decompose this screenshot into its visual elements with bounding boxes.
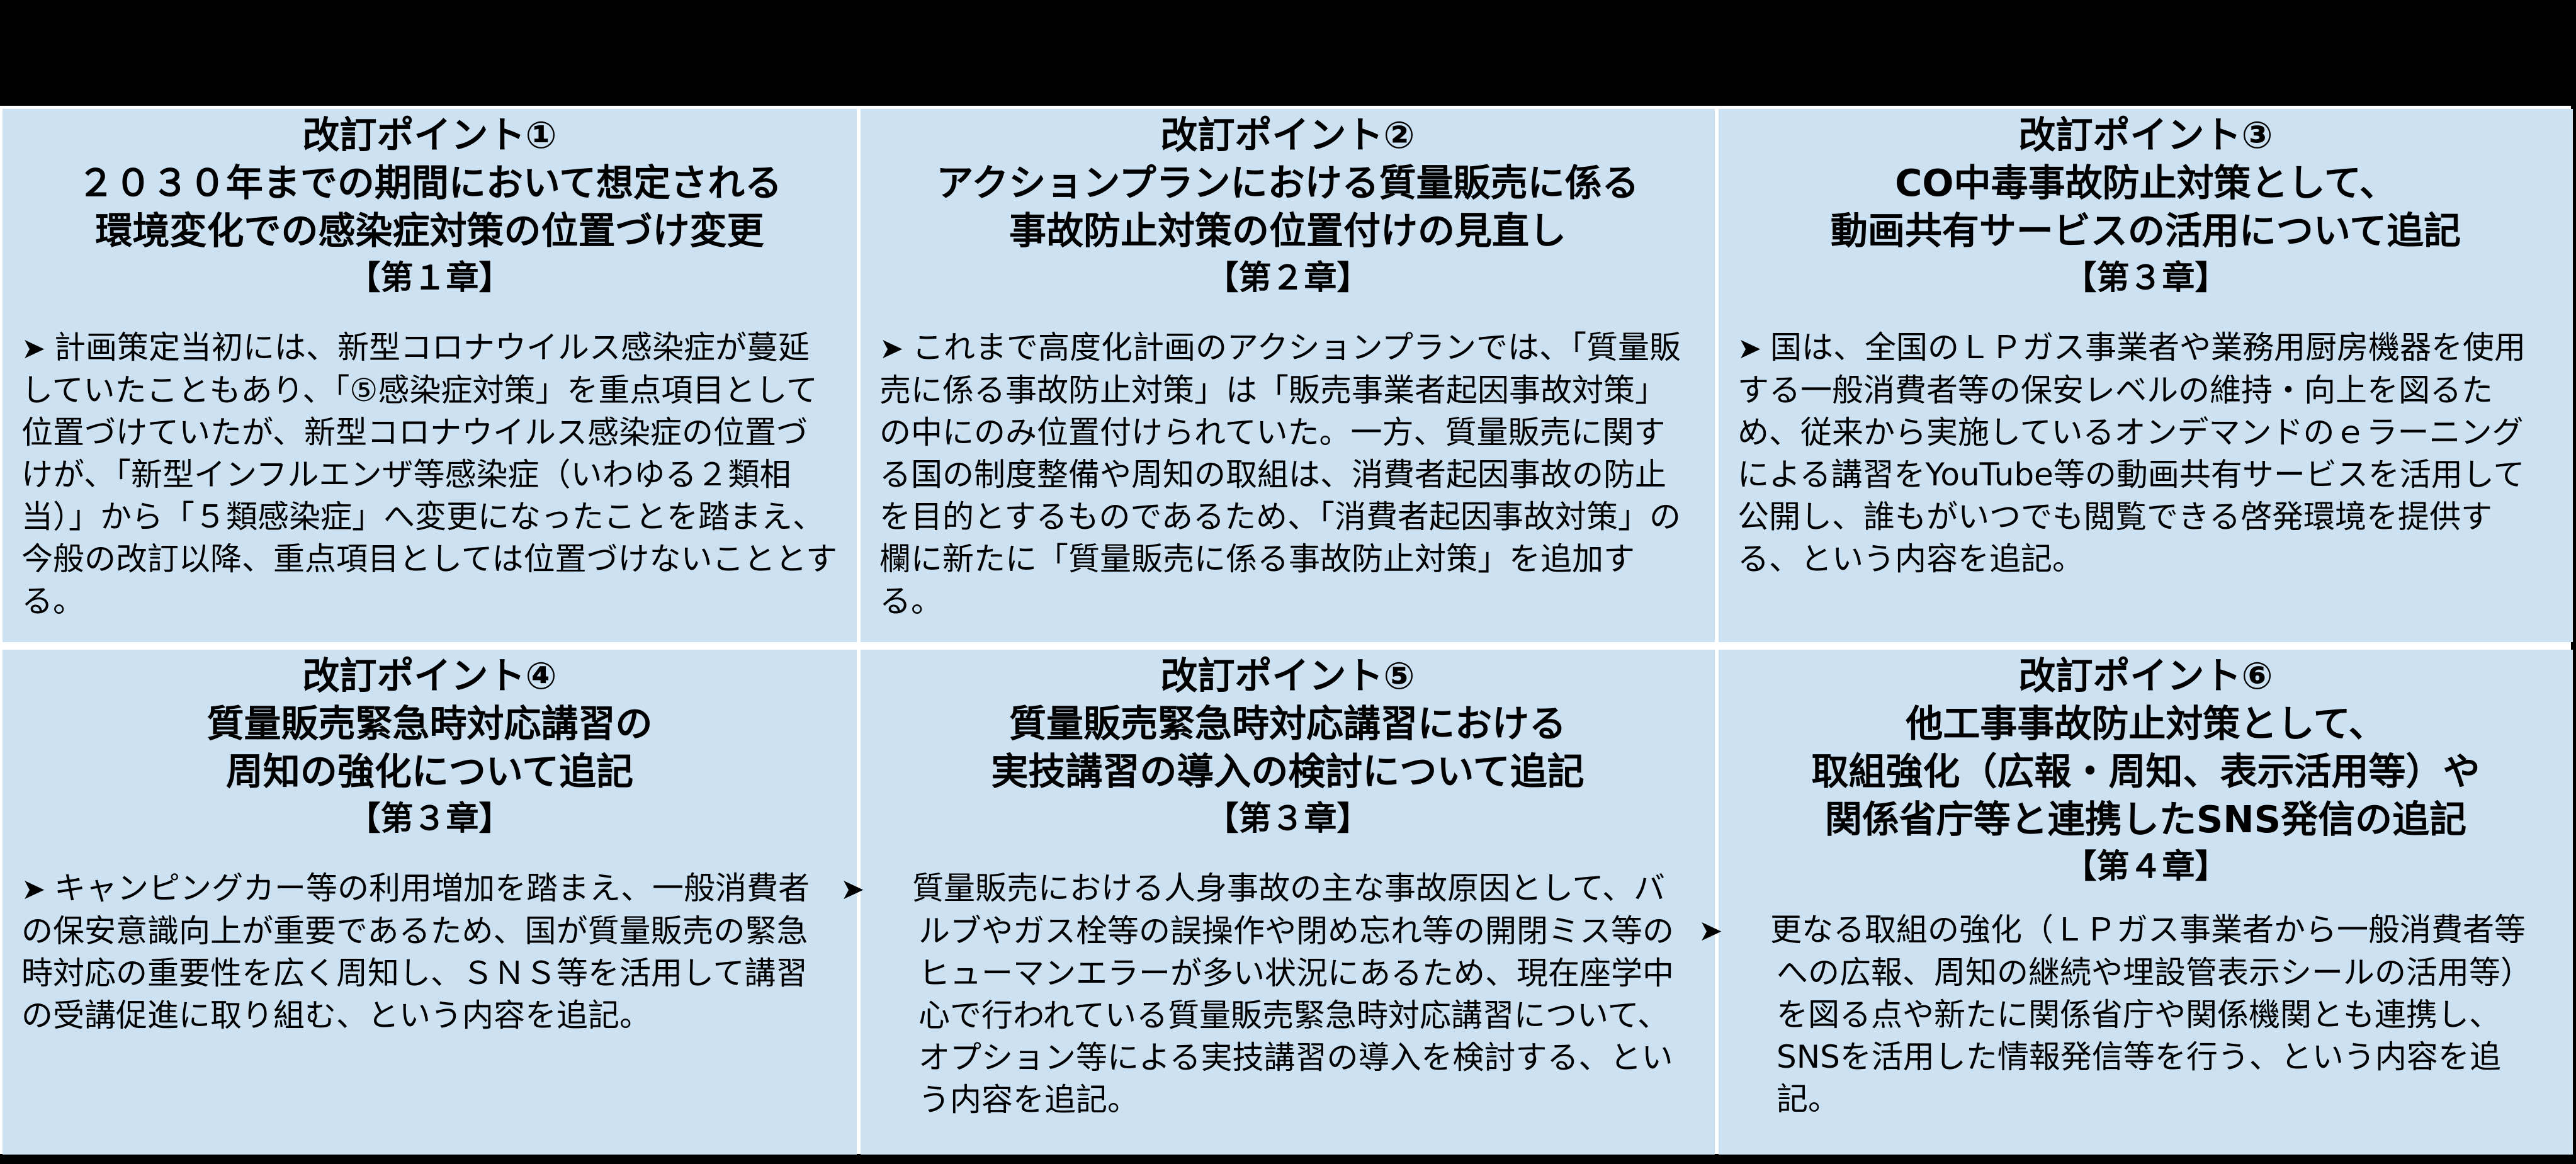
description-text: 更なる取組の強化（ＬＰガス事業者から一般消費者等への広報、周知の継続や埋設管表示… [1770,912,2532,1117]
point-header: 改訂ポイント④ 質量販売緊急時対応講習の 周知の強化について追記 【第３章】 [21,650,838,842]
point-subtitle-line: 実技講習の導入の検討について追記 [991,750,1585,793]
point-header: 改訂ポイント③ CO中毒事故防止対策として、 動画共有サービスの活用について追記… [1737,109,2554,302]
point-header: 改訂ポイント① ２０３０年までの期間において想定される 環境変化での感染症対策の… [21,109,838,302]
chapter-label: 【第２章】 [1206,259,1370,297]
chapter-label: 【第３章】 [347,800,512,838]
arrow-bullet-icon: ➤ [21,872,46,906]
point-description: ➤国は、全国のＬＰガス事業者や業務用厨房機器を使用する一般消費者等の保安レベルの… [1737,327,2554,580]
description-text: キャンピングカー等の利用増加を踏まえ、一般消費者の保安意識向上が重要であるため、… [21,870,810,1034]
chapter-label: 【第４章】 [2064,848,2228,886]
chapter-label: 【第１章】 [347,259,512,297]
point-subtitle-line: CO中毒事故防止対策として、 [1895,161,2397,205]
point-header: 改訂ポイント⑤ 質量販売緊急時対応講習における 実技講習の導入の検討について追記… [879,650,1696,842]
point-subtitle-line: アクションプランにおける質量販売に係る [936,161,1639,205]
point-subtitle-line: ２０３０年までの期間において想定される [77,161,782,205]
top-banner [0,0,2576,106]
point-description: ➤計画策定当初には、新型コロナウイルス感染症が蔓延していたこともあり、「⑤感染症… [21,327,838,623]
arrow-bullet-icon: ➤ [21,331,46,365]
point-description: ➤これまで高度化計画のアクションプランでは、「質量販売に係る事故防止対策」は「販… [879,327,1696,623]
point-title: 改訂ポイント① [302,113,557,157]
point-title: 改訂ポイント⑤ [1160,654,1415,698]
point-title: 改訂ポイント⑥ [2018,654,2273,698]
revision-point-3: 改訂ポイント③ CO中毒事故防止対策として、 動画共有サービスの活用について追記… [1719,109,2573,642]
revision-point-4: 改訂ポイント④ 質量販売緊急時対応講習の 周知の強化について追記 【第３章】 ➤… [3,650,857,1155]
point-description: ➤ 質量販売における人身事故の主な事故原因として、バルブやガス栓等の誤操作や閉め忘… [840,867,1696,1121]
point-subtitle-line: 事故防止対策の位置付けの見直し [1008,209,1566,252]
revision-point-1: 改訂ポイント① ２０３０年までの期間において想定される 環境変化での感染症対策の… [3,109,857,642]
arrow-bullet-icon: ➤ [879,331,904,365]
description-text: 国は、全国のＬＰガス事業者や業務用厨房機器を使用する一般消費者等の保安レベルの維… [1737,329,2526,577]
point-header: 改訂ポイント② アクションプランにおける質量販売に係る 事故防止対策の位置付けの… [879,109,1696,302]
point-subtitle-line: 周知の強化について追記 [225,750,634,793]
revision-point-5: 改訂ポイント⑤ 質量販売緊急時対応講習における 実技講習の導入の検討について追記… [840,650,1715,1155]
point-title: 改訂ポイント② [1160,113,1415,157]
point-subtitle-line: 関係省庁等と連携したSNS発信の追記 [1824,798,2467,841]
point-subtitle-line: 動画共有サービスの活用について追記 [1830,209,2461,252]
point-subtitle-line: 質量販売緊急時対応講習の [206,702,653,745]
point-title: 改訂ポイント③ [2018,113,2273,157]
revision-point-6: 改訂ポイント⑥ 他工事事故防止対策として、 取組強化（広報・周知、表示活用等）や… [1698,650,2573,1155]
point-subtitle-line: 取組強化（広報・周知、表示活用等）や [1811,750,2480,793]
arrow-bullet-icon: ➤ [1698,913,1723,947]
revision-point-2: 改訂ポイント② アクションプランにおける質量販売に係る 事故防止対策の位置付けの… [861,109,1715,642]
description-text: 質量販売における人身事故の主な事故原因として、バルブやガス栓等の誤操作や閉め忘れ… [912,870,1674,1118]
description-text: 計画策定当初には、新型コロナウイルス感染症が蔓延していたこともあり、「⑤感染症対… [21,329,837,619]
point-subtitle-line: 他工事事故防止対策として、 [1906,702,2386,745]
point-description: ➤ 更なる取組の強化（ＬＰガス事業者から一般消費者等への広報、周知の継続や埋設管表… [1698,909,2554,1121]
point-subtitle-line: 環境変化での感染症対策の位置づけ変更 [95,209,764,252]
arrow-bullet-icon: ➤ [840,872,865,906]
point-title: 改訂ポイント④ [302,654,557,698]
description-text: これまで高度化計画のアクションプランでは、「質量販売に係る事故防止対策」は「販売… [879,329,1681,619]
point-description: ➤キャンピングカー等の利用増加を踏まえ、一般消費者の保安意識向上が重要であるため… [21,867,838,1037]
arrow-bullet-icon: ➤ [1737,331,1762,365]
chapter-label: 【第３章】 [1206,800,1370,838]
point-header: 改訂ポイント⑥ 他工事事故防止対策として、 取組強化（広報・周知、表示活用等）や… [1737,650,2554,890]
chapter-label: 【第３章】 [2064,259,2228,297]
revision-points-grid: 改訂ポイント① ２０３０年までの期間において想定される 環境変化での感染症対策の… [0,106,2573,1155]
point-subtitle-line: 質量販売緊急時対応講習における [1008,702,1566,745]
